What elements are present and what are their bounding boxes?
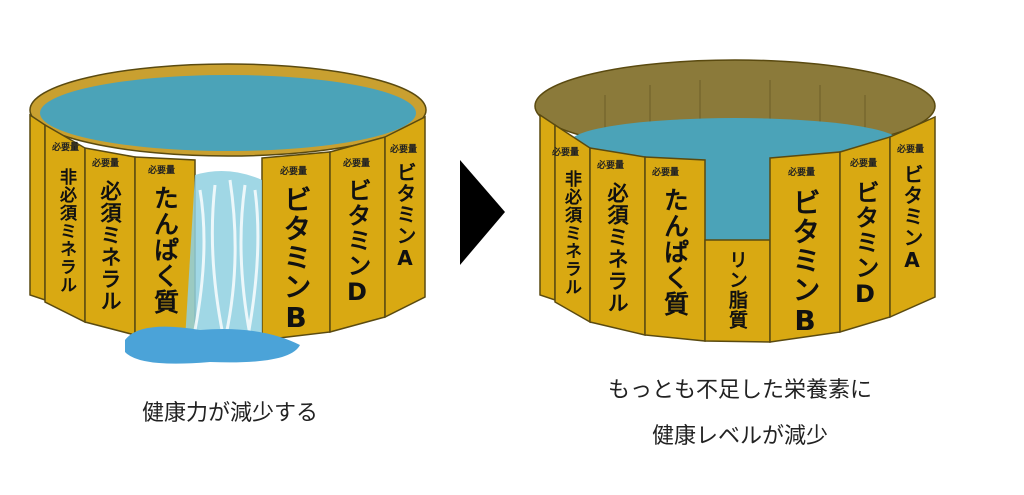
required-amount-label: 必要量	[896, 143, 924, 155]
right-barrel: 必要量 必要量 必要量 必要量 必要量 必要量 非必須ミネラル 必須ミネラル た…	[534, 59, 936, 343]
label-vitamin-d: ビタミンD	[343, 178, 371, 307]
label-essential-minerals: 必須ミネラル	[605, 181, 629, 314]
required-amount-label: 必要量	[279, 165, 307, 177]
stave-vitamin-a	[889, 115, 936, 319]
stave-vitamin-a	[384, 115, 426, 319]
required-amount-label: 必要量	[849, 157, 877, 169]
label-vitamin-b: ビタミンB	[280, 185, 313, 335]
label-non-essential-minerals: 非必須ミネラル	[56, 167, 78, 294]
label-vitamin-a: ビタミンA	[900, 164, 924, 273]
label-phospholipid: リン脂質	[726, 250, 748, 330]
required-amount-label: 必要量	[551, 146, 579, 158]
required-amount-label: 必要量	[389, 143, 417, 155]
left-water-surface	[40, 75, 416, 151]
waterfall	[125, 171, 300, 364]
required-amount-label: 必要量	[91, 157, 119, 169]
label-protein: たんぱく質	[661, 187, 690, 317]
label-vitamin-d: ビタミンD	[851, 180, 879, 309]
left-caption: 健康力が減少する	[141, 401, 318, 426]
label-essential-minerals: 必須ミネラル	[98, 179, 122, 312]
label-vitamin-b: ビタミンB	[789, 188, 822, 338]
arrow-right-icon	[460, 160, 505, 265]
required-amount-label: 必要量	[787, 166, 815, 178]
required-amount-label: 必要量	[596, 159, 624, 171]
right-caption-line2: 健康レベルが減少	[651, 424, 828, 449]
required-amount-label: 必要量	[342, 157, 370, 169]
required-amount-label: 必要量	[51, 141, 79, 153]
required-amount-label: 必要量	[651, 166, 679, 178]
label-vitamin-a: ビタミンA	[393, 162, 417, 271]
required-labels: 必要量 必要量 必要量 必要量 必要量 必要量	[551, 143, 924, 178]
left-barrel: 必要量 必要量 必要量 必要量 必要量 必要量 非必須ミネラル 必須ミネラル た…	[29, 63, 427, 364]
puddle	[125, 326, 300, 364]
required-labels: 必要量 必要量 必要量 必要量 必要量 必要量	[51, 141, 417, 177]
label-protein: たんぱく質	[151, 185, 180, 315]
right-caption-line1: もっとも不足した栄養素に	[607, 378, 872, 403]
label-non-essential-minerals: 非必須ミネラル	[561, 169, 583, 296]
water-visible-in-gap	[705, 142, 770, 242]
stave-edge	[29, 113, 46, 302]
stave-edge	[539, 113, 556, 302]
required-amount-label: 必要量	[147, 164, 175, 176]
